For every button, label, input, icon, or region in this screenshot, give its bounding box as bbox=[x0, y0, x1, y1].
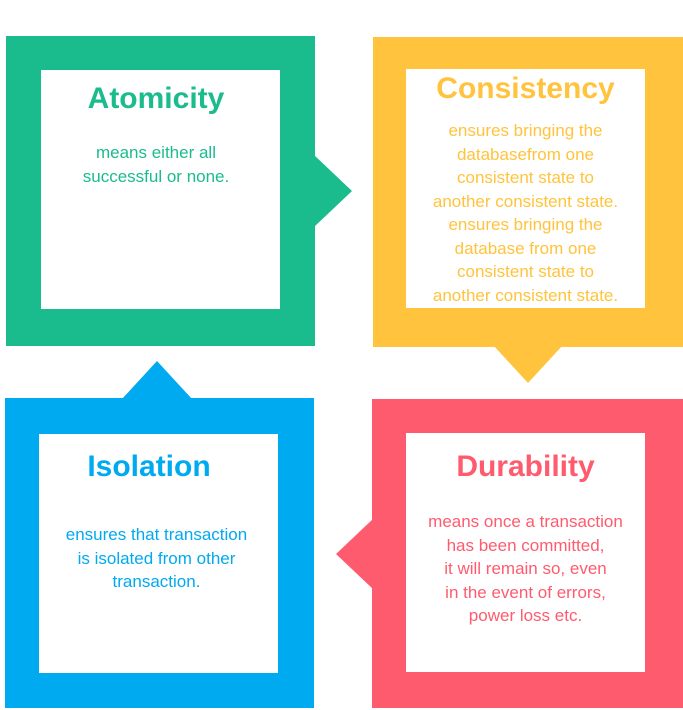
durability-title: Durability bbox=[456, 450, 595, 483]
isolation-description: ensures that transaction is isolated fro… bbox=[65, 525, 248, 591]
consistency-title: Consistency bbox=[436, 72, 615, 105]
atomicity-title: Atomicity bbox=[87, 82, 225, 115]
arrow-left-icon bbox=[336, 518, 374, 590]
durability-description: means once a transaction has been commit… bbox=[428, 512, 623, 625]
durability-panel bbox=[406, 433, 645, 672]
arrow-up-icon bbox=[122, 361, 192, 399]
isolation-panel bbox=[39, 434, 278, 673]
atomicity-description: means either all successful or none. bbox=[82, 143, 230, 186]
atomicity-panel bbox=[41, 70, 280, 309]
consistency-panel bbox=[406, 69, 645, 308]
isolation-title: Isolation bbox=[87, 450, 211, 483]
arrow-down-icon bbox=[493, 345, 563, 383]
arrow-right-icon bbox=[314, 155, 352, 227]
consistency-description: ensures bringing the databasefrom one co… bbox=[432, 121, 619, 305]
